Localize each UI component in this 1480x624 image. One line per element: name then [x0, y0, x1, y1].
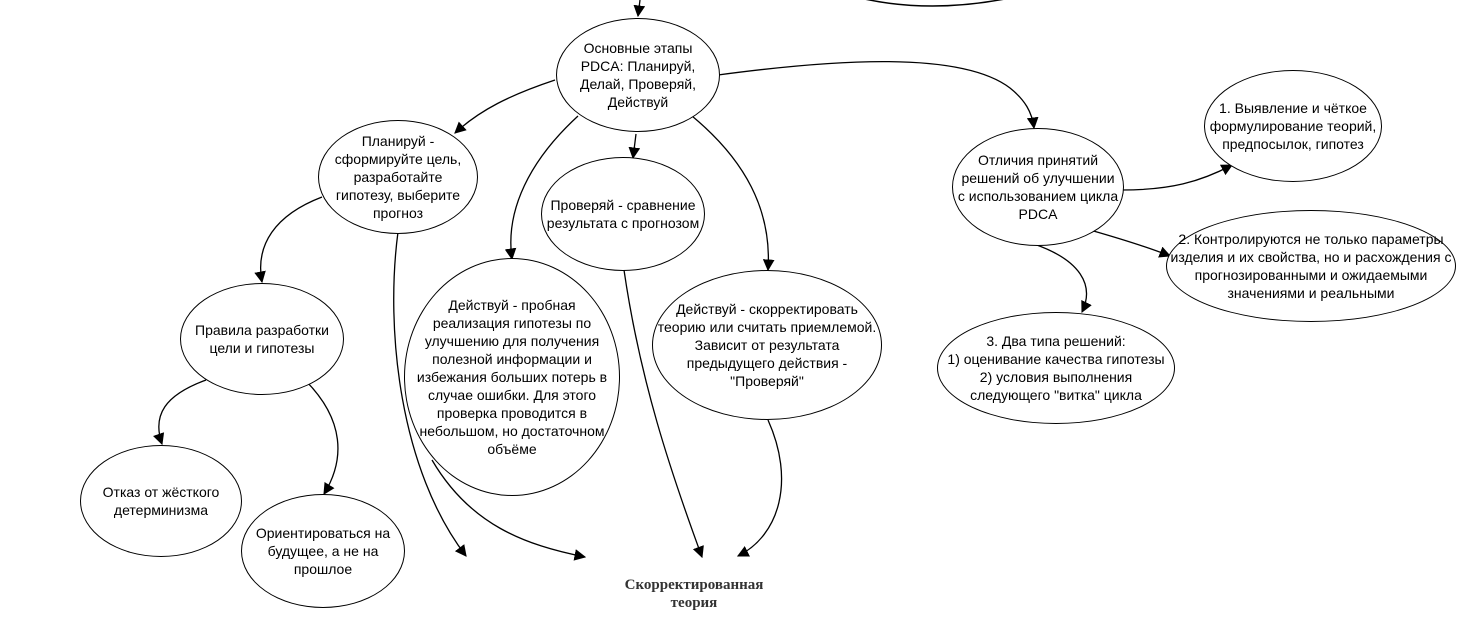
- node-diff-1-label: 1. Выявление и чёткое формулирование тео…: [1209, 100, 1377, 152]
- node-main-stages: Основные этапы PDCA: Планируй, Делай, Пр…: [556, 18, 720, 132]
- edge-differences-diff1: [1121, 164, 1234, 191]
- edge-plan-result: [393, 231, 467, 557]
- edge-main-plan: [454, 79, 556, 134]
- node-do: Действуй - пробная реализация гипотезы п…: [404, 258, 620, 496]
- edge-differences-diff3: [1033, 243, 1092, 314]
- node-diff-1: 1. Выявление и чёткое формулирование тео…: [1204, 70, 1382, 182]
- edge-plan-rules: [254, 196, 323, 284]
- edge-check-result: [623, 269, 704, 559]
- edge-rules-future: [304, 379, 339, 495]
- node-check-label: Проверяй - сравнение результата с прогно…: [546, 197, 700, 231]
- node-rules: Правила разработки цели и гипотезы: [180, 283, 344, 395]
- edge-rules-determinism: [153, 379, 207, 446]
- result-label: Скорректированная теория: [624, 577, 764, 611]
- edge-main-differences: [717, 60, 1039, 130]
- node-diff-2: 2. Контролируются не только параметры из…: [1166, 210, 1456, 322]
- node-diff-3-label: 3. Два типа решений: 1) оценивание качес…: [947, 333, 1165, 403]
- node-determinism: Отказ от жёсткого детерминизма: [80, 445, 242, 557]
- node-rules-label: Правила разработки цели и гипотезы: [195, 322, 329, 356]
- partial-ellipse-top: [865, 0, 1004, 7]
- edge-incoming-main: [633, 0, 646, 18]
- edge-differences-diff2: [1089, 229, 1172, 258]
- node-differences: Отличия принятий решений об улучшении с …: [952, 128, 1124, 246]
- node-plan: Планируй - сформируйте цель, разработайт…: [318, 120, 478, 234]
- edge-do-result: [431, 459, 587, 561]
- node-main-stages-label: Основные этапы PDCA: Планируй, Делай, Пр…: [580, 40, 696, 110]
- node-plan-label: Планируй - сформируйте цель, разработайт…: [334, 133, 462, 221]
- edge-act-result: [736, 419, 783, 557]
- node-future-label: Ориентироваться на будущее, а не на прош…: [255, 525, 391, 577]
- node-determinism-label: Отказ от жёсткого детерминизма: [102, 484, 220, 518]
- node-check: Проверяй - сравнение результата с прогно…: [541, 157, 705, 271]
- edge-main-act: [691, 115, 775, 272]
- node-diff-2-label: 2. Контролируются не только параметры из…: [1170, 231, 1452, 301]
- node-act: Действуй - скорректировать теорию или сч…: [652, 270, 882, 420]
- edge-main-do: [504, 115, 579, 261]
- node-differences-label: Отличия принятий решений об улучшении с …: [957, 152, 1119, 222]
- node-diff-3: 3. Два типа решений: 1) оценивание качес…: [937, 312, 1175, 424]
- node-act-label: Действуй - скорректировать теорию или сч…: [657, 301, 877, 389]
- node-future: Ориентироваться на будущее, а не на прош…: [241, 494, 405, 608]
- node-do-label: Действуй - пробная реализация гипотезы п…: [416, 297, 608, 457]
- edge-main-check: [628, 133, 641, 160]
